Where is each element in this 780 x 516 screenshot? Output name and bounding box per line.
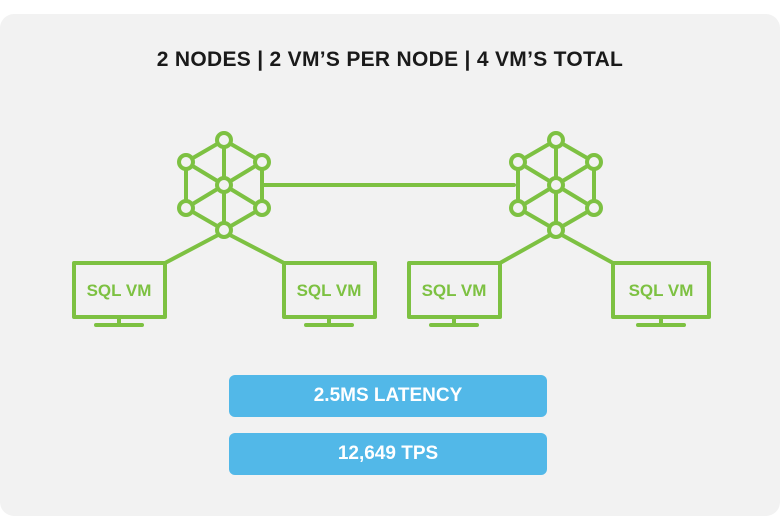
page-title: 2 NODES | 2 VM’S PER NODE | 4 VM’S TOTAL xyxy=(156,48,624,71)
node-cluster-icon xyxy=(177,131,271,239)
monitor-icon xyxy=(611,261,711,327)
vm-connector xyxy=(163,233,220,265)
vm-label: SQL VM xyxy=(629,281,694,300)
vm-label: SQL VM xyxy=(87,281,152,300)
monitor-icon xyxy=(72,261,167,327)
vm-connector xyxy=(498,233,552,265)
vm-label: SQL VM xyxy=(422,281,487,300)
latency-badge: 2.5MS LATENCY xyxy=(229,375,547,417)
tps-badge: 12,649 TPS xyxy=(229,433,547,475)
monitor-icon xyxy=(282,261,377,327)
node-cluster-icon xyxy=(509,131,603,239)
vm-connector xyxy=(560,233,615,265)
monitor-icon xyxy=(407,261,502,327)
vm-connector xyxy=(228,233,286,265)
vm-label: SQL VM xyxy=(297,281,362,300)
